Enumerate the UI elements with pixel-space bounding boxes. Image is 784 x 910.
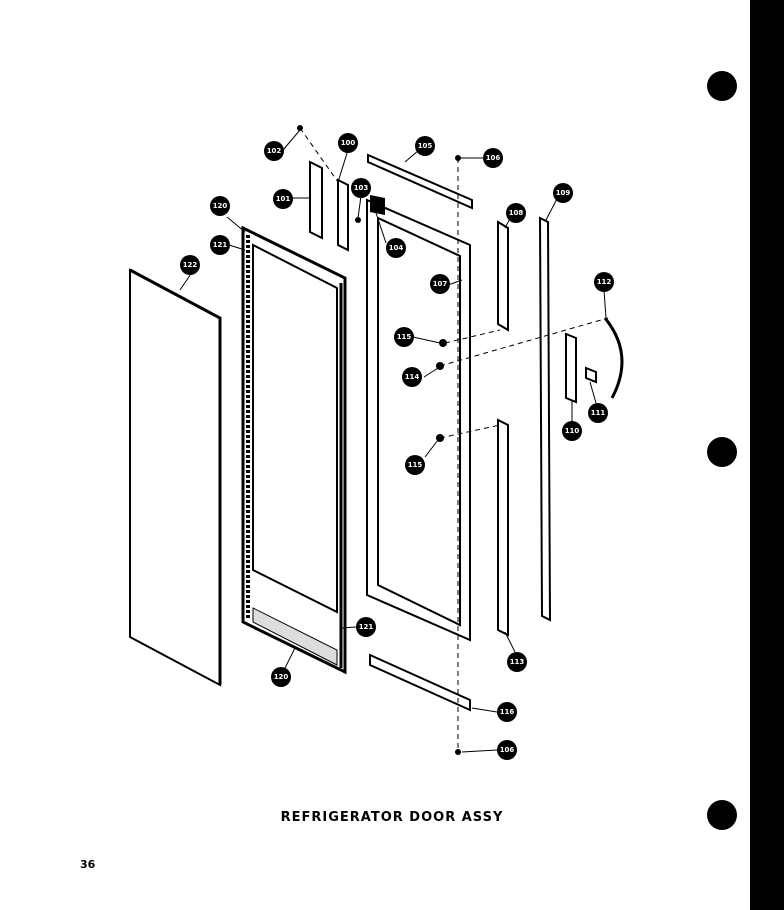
svg-text:115: 115 xyxy=(397,333,412,341)
callout-115-upper: 115 xyxy=(394,327,414,347)
callout-111: 111 xyxy=(588,403,608,423)
callout-109: 109 xyxy=(553,183,573,203)
svg-text:106: 106 xyxy=(486,154,501,162)
svg-text:112: 112 xyxy=(597,278,612,286)
callout-115-lower: 115 xyxy=(405,455,425,475)
bottom-cap xyxy=(369,653,471,712)
callout-106-bottom: 106 xyxy=(497,740,517,760)
callout-114: 114 xyxy=(402,367,422,387)
svg-text:113: 113 xyxy=(510,658,525,666)
callout-113: 113 xyxy=(507,652,527,672)
callout-105: 105 xyxy=(415,136,435,156)
svg-text:122: 122 xyxy=(183,261,198,269)
svg-text:104: 104 xyxy=(389,244,404,252)
punch-hole-middle xyxy=(707,437,737,467)
callout-104: 104 xyxy=(386,238,406,258)
svg-text:101: 101 xyxy=(276,195,291,203)
svg-text:105: 105 xyxy=(418,142,433,150)
svg-text:109: 109 xyxy=(556,189,571,197)
upper-trim-strip xyxy=(497,220,509,332)
door-handle xyxy=(603,317,624,399)
svg-text:107: 107 xyxy=(433,280,448,288)
binding-edge xyxy=(750,0,784,910)
svg-text:121: 121 xyxy=(359,623,374,631)
callout-112-top: 112 xyxy=(594,272,614,292)
svg-text:121: 121 xyxy=(213,241,228,249)
punch-hole-bottom xyxy=(707,800,737,830)
callout-100: 100 xyxy=(338,133,358,153)
callout-107: 107 xyxy=(430,274,450,294)
outer-door-panel xyxy=(129,268,221,687)
punch-hole-top xyxy=(707,71,737,101)
callout-121-bottom: 121 xyxy=(356,617,376,637)
svg-text:111: 111 xyxy=(591,409,606,417)
svg-text:120: 120 xyxy=(213,202,228,210)
lower-trim-strip xyxy=(497,418,509,637)
small-bracket xyxy=(337,178,349,252)
gasket-bottom-strip xyxy=(252,607,338,666)
callout-122: 122 xyxy=(180,255,200,275)
svg-text:106: 106 xyxy=(500,746,515,754)
handle-rail xyxy=(538,216,552,622)
svg-text:115: 115 xyxy=(408,461,423,469)
callout-103: 103 xyxy=(351,178,371,198)
svg-text:103: 103 xyxy=(354,184,369,192)
callout-120-bottom: 120 xyxy=(271,667,291,687)
svg-text:120: 120 xyxy=(274,673,289,681)
svg-text:110: 110 xyxy=(565,427,580,435)
diagram-caption: REFRIGERATOR DOOR ASSY xyxy=(280,810,504,825)
callout-106-top: 106 xyxy=(483,148,503,168)
svg-text:100: 100 xyxy=(341,139,356,147)
top-cap xyxy=(367,153,473,210)
callout-108: 108 xyxy=(506,203,526,223)
callout-102: 102 xyxy=(264,141,284,161)
callout-120-top: 120 xyxy=(210,196,230,216)
svg-text:108: 108 xyxy=(509,209,524,217)
hinge-strip xyxy=(309,160,323,240)
callout-101: 101 xyxy=(273,189,293,209)
callout-121-top: 121 xyxy=(210,235,230,255)
svg-text:114: 114 xyxy=(405,373,420,381)
handle-bracket xyxy=(565,332,577,404)
svg-text:116: 116 xyxy=(500,708,515,716)
callout-116: 116 xyxy=(497,702,517,722)
handle-plate xyxy=(585,366,597,384)
page-number: 36 xyxy=(80,858,96,871)
callout-110: 110 xyxy=(562,421,582,441)
gasket-frame xyxy=(241,225,347,675)
svg-text:102: 102 xyxy=(267,147,282,155)
inner-liner-frame xyxy=(366,195,471,642)
